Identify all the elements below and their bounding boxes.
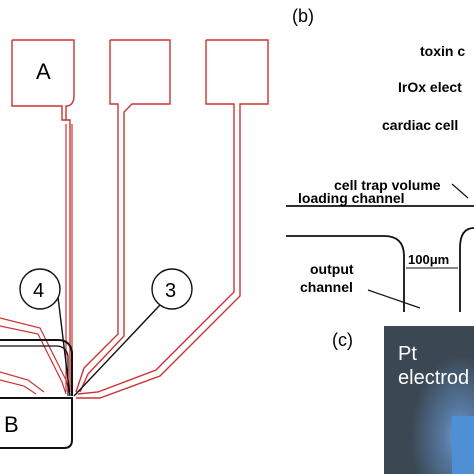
output-label-line1: output bbox=[310, 261, 354, 277]
pt-label-line1: Pt bbox=[398, 343, 417, 365]
panel-c-label: (c) bbox=[332, 330, 353, 350]
callout-4: 4 bbox=[19, 268, 71, 397]
label-a: A bbox=[36, 59, 51, 84]
cardiac-cell-label: cardiac cell bbox=[382, 117, 458, 133]
electrode-pad-a bbox=[11, 39, 75, 392]
left-traces bbox=[0, 317, 71, 395]
right-outlet-wall bbox=[459, 227, 474, 312]
panel-c: (c) Pt electrod bbox=[332, 326, 474, 474]
loading-channel-label: loading channel bbox=[298, 190, 405, 206]
electrode-highlight bbox=[452, 416, 474, 474]
output-label-line2: channel bbox=[300, 279, 353, 295]
irox-electrode-label: IrOx elect bbox=[398, 79, 462, 95]
panel-b: (b) toxin c IrOx elect cardiac cell cell… bbox=[286, 6, 474, 312]
cell-trap-volume-label: cell trap volume bbox=[334, 177, 441, 193]
left-outlet-wall bbox=[286, 235, 405, 312]
toxin-label: toxin c bbox=[420, 43, 465, 59]
dimension-label: 100μm bbox=[408, 252, 449, 267]
panel-a: A B 4 bbox=[0, 39, 269, 449]
callout-3-text: 3 bbox=[165, 280, 176, 302]
electrode-pad-right bbox=[76, 39, 269, 399]
callout-4-text: 4 bbox=[33, 280, 44, 302]
output-pointer-line bbox=[367, 289, 421, 309]
panel-b-label: (b) bbox=[292, 6, 314, 26]
trap-pointer-line bbox=[451, 183, 469, 199]
callout-3: 3 bbox=[73, 268, 193, 397]
label-b: B bbox=[4, 412, 19, 437]
pt-label-line2: electrod bbox=[398, 367, 469, 389]
electrode-pad-middle bbox=[75, 39, 171, 393]
